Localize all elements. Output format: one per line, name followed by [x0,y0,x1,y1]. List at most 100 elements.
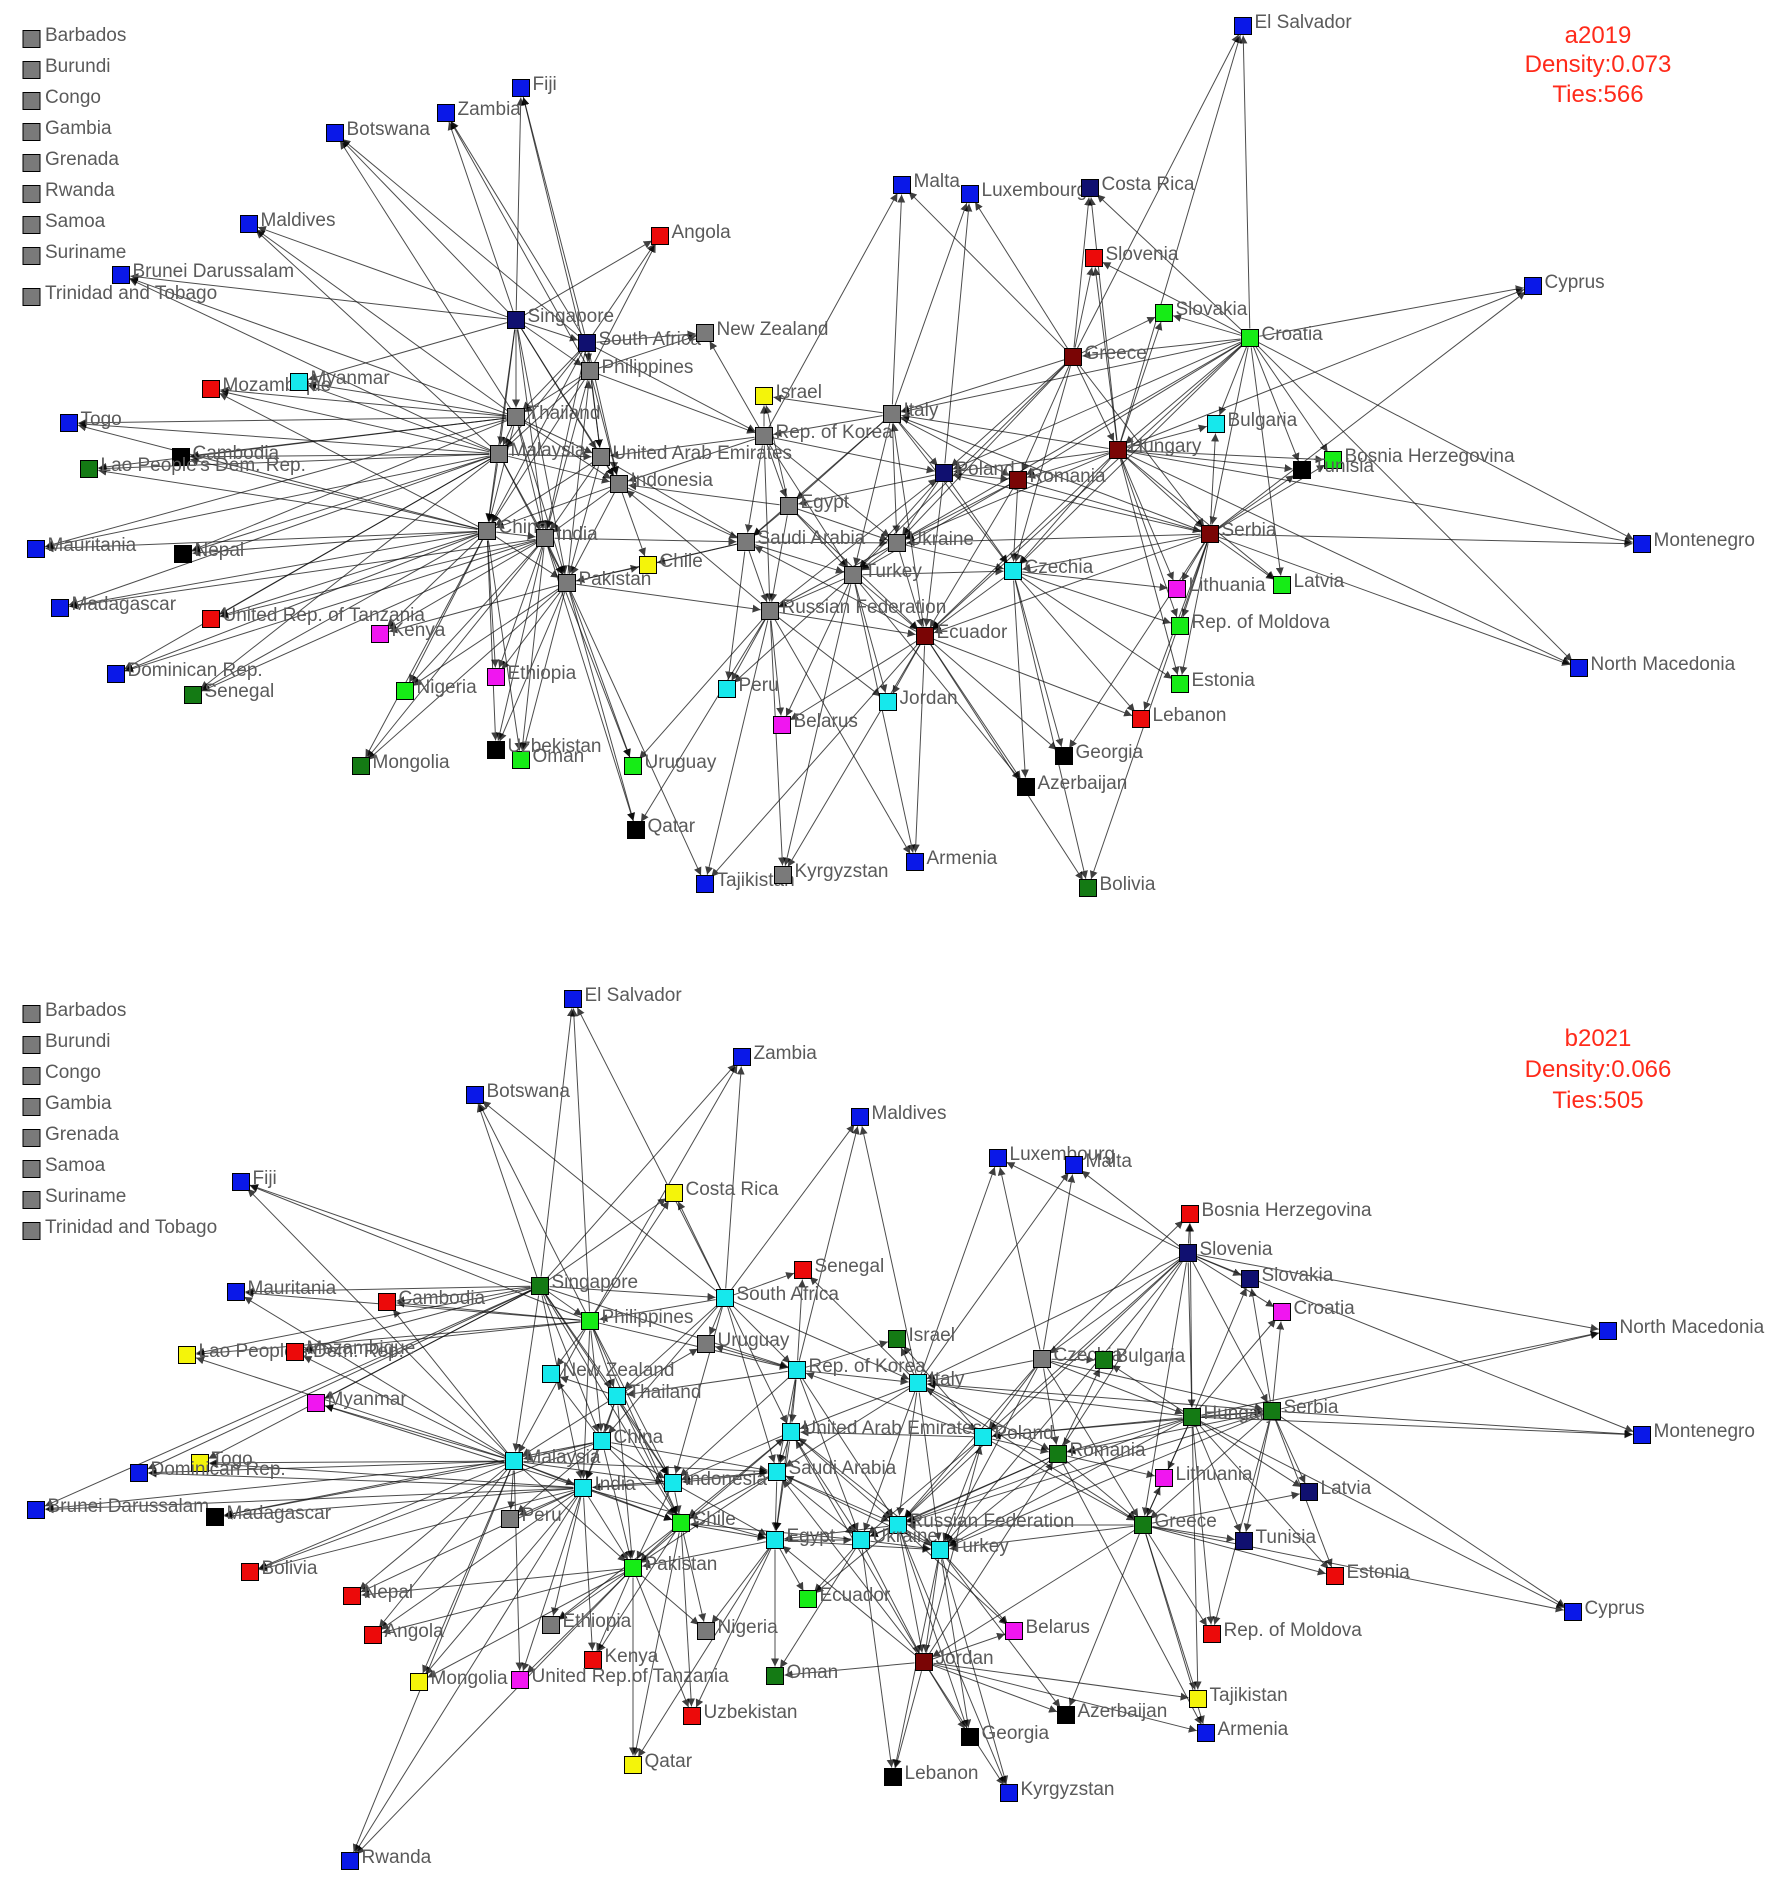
isolate-gambia: Gambia [22,118,112,141]
node-marker-latvia [1273,576,1291,594]
edge-serbia-ukraine [906,533,1201,547]
node-united-arab-emirates: United Arab Emirates [782,1418,982,1441]
edge-singapore-pakistan [517,329,568,574]
node-label-togo: Togo [212,1449,253,1470]
edge-china-madagascar [69,532,478,609]
edge-turkey-czechia [862,567,1004,576]
node-marker-malta [893,176,911,194]
node-marker-ukraine [888,534,906,552]
node-label-uruguay: Uruguay [645,752,717,773]
edge-south-africa-united-arab-emirates [728,1306,788,1424]
edge-egypt-nigeria [711,1547,770,1624]
edge-czechia-serbia [1051,1360,1263,1412]
edge-poland-ecuador [923,482,944,627]
node-marker-new-zealand [696,324,714,342]
node-marker-togo [191,1454,209,1472]
edge-malaysia-togo [78,420,490,454]
node-label-serbia: Serbia [1284,1397,1339,1418]
node-label-brunei-darussalam: Brunei Darussalam [133,261,295,282]
edge-czechia-bolivia [1014,580,1088,879]
edge-malaysia-pakistan [520,1467,627,1562]
node-marker-peru [718,680,736,698]
node-marker-hungary [1183,1408,1201,1426]
node-label-philippines: Philippines [602,357,694,378]
node-label-slovenia: Slovenia [1106,244,1179,265]
node-label-georgia: Georgia [1076,742,1144,763]
edge-croatia-latvia [1250,347,1284,576]
node-label-south-africa: South Africa [737,1284,840,1305]
edge-russian-federation-kyrgyzstan [770,620,787,866]
node-label-qatar: Qatar [645,1751,693,1772]
node-marker-israel [755,387,773,405]
node-label-malaysia: Malaysia [526,1447,601,1468]
edge-serbia-russian-federation [906,1413,1264,1524]
edge-italy-russian-federation [896,1392,918,1516]
edge-south-africa-maldives [730,1124,855,1291]
edge-poland-israel [902,1345,978,1431]
isolate-label-gambia: Gambia [45,1093,112,1114]
node-label-tajikistan: Tajikistan [1210,1685,1288,1706]
node-marker-united-arab-emirates [592,448,610,466]
node-south-africa: South Africa [716,1284,840,1307]
isolate-marker-congo [22,92,41,110]
edge-china-cambodia [190,457,478,530]
edge-greece-italy [925,1387,1136,1521]
node-label-lithuania: Lithuania [1189,575,1267,596]
edge-south-africa-botswana [482,1100,718,1293]
nodes-b: El SalvadorZambiaBotswanaMaldivesFijiCos… [27,985,1765,1870]
node-label-bulgaria: Bulgaria [1228,410,1298,431]
node-marker-new-zealand [542,1365,560,1383]
edge-south-africa-thailand [623,1304,719,1390]
edge-hungary-rep-of-moldova [1120,458,1178,618]
edge-italy-ukraine [891,423,901,534]
edge-south-africa-el-salvador [576,1007,722,1290]
edge-philippines-thailand [592,1329,615,1388]
isolate-label-congo: Congo [45,87,101,108]
edge-malaysia-mauritania [45,455,490,550]
node-uzbekistan: Uzbekistan [683,1702,798,1725]
node-label-chile: Chile [693,1509,736,1530]
node-kyrgyzstan: Kyrgyzstan [1000,1779,1114,1802]
edge-hungary-romania [1026,452,1110,479]
node-rep-of-korea: Rep. of Korea [755,422,893,445]
node-marker-montenegro [1633,1426,1651,1444]
isolate-marker-barbados [22,30,41,48]
edge-pakistan-qatar [569,591,636,822]
edge-turkey-ecuador [859,580,919,631]
edge-india-ethiopia [551,1497,582,1616]
edge-slovenia-serbia [1192,1261,1268,1403]
edge-rep-of-korea-indonesia [627,438,756,483]
edge-rep-of-korea-turkey [768,443,849,568]
isolate-marker-rwanda [22,185,41,203]
node-label-cyprus: Cyprus [1545,272,1605,293]
edge-united-arab-emirates-chile [687,1437,785,1518]
edge-hungary-slovakia [1195,1287,1247,1409]
node-label-ethiopia: Ethiopia [563,1611,632,1632]
node-marker-ethiopia [487,668,505,686]
node-marker-lithuania [1168,580,1186,598]
node-peru: Peru [718,675,779,698]
edge-china-india [496,531,536,540]
node-label-senegal: Senegal [205,681,275,702]
edge-egypt-ukraine [797,508,889,542]
node-marker-united-rep-of-tanzania [511,1671,529,1689]
edge-thailand-togo [78,416,507,427]
isolate-label-burundi: Burundi [45,1031,111,1052]
node-label-egypt: Egypt [801,492,850,513]
edge-egypt-saudi-arabia [752,511,783,537]
edge-slovenia-montenegro [1196,1256,1634,1433]
node-united-rep-of-tanzania: United Rep.of Tanzania [511,1666,729,1689]
node-marker-zambia [733,1048,751,1066]
edge-serbia-ecuador [933,536,1202,634]
edge-saudi-arabia-egypt [771,1481,780,1531]
edge-pakistan-united-rep-of-tanzania [526,1574,627,1674]
node-label-senegal: Senegal [815,1256,885,1277]
edge-singapore-indonesia [544,1293,669,1476]
edge-czechia-hungary [1050,1361,1184,1415]
node-marker-madagascar [206,1508,224,1526]
node-india: India [574,1474,636,1497]
edge-hungary-bosnia-herzegovina [1127,449,1324,464]
node-label-lebanon: Lebanon [905,1763,979,1784]
node-label-brunei-darussalam: Brunei Darussalam [48,1496,210,1517]
edge-romania-armenia [1062,1462,1202,1725]
